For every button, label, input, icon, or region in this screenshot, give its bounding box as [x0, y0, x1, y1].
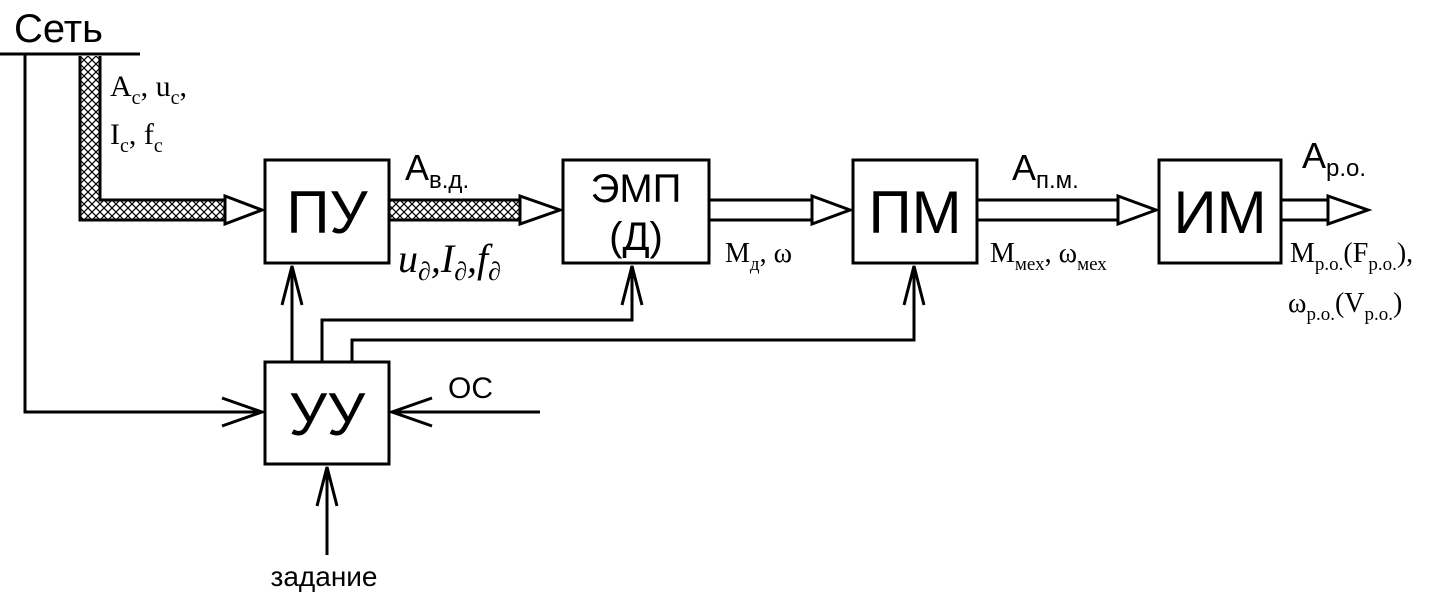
flow-label-a-pm: Aп.м.	[1012, 147, 1079, 194]
block-emp-label-line2: (Д)	[609, 215, 663, 259]
block-im: ИМ	[1157, 158, 1283, 265]
power-arrow-pm-to-im	[978, 193, 1161, 227]
block-pu: ПУ	[263, 158, 391, 265]
flow-label-a-vd: Aв.д.	[405, 147, 469, 194]
setpoint-input-arrow	[315, 466, 339, 555]
flow-label-omega-ro-v-ro: ωр.о.(Vр.о.)	[1288, 288, 1402, 325]
flow-label-m-d-omega: Mд, ω	[725, 238, 792, 275]
power-arrow-pu-to-emp	[390, 193, 565, 227]
block-uu-label: УУ	[289, 381, 366, 448]
setpoint-label: задание	[271, 561, 378, 592]
network-label: Сеть	[14, 7, 103, 51]
control-line-uu-to-pu	[280, 265, 304, 362]
block-emp: ЭМП (Д)	[561, 158, 711, 265]
power-arrow-im-output	[1282, 193, 1373, 227]
block-im-label: ИМ	[1173, 179, 1266, 246]
flow-label-a-ro: Aр.о.	[1302, 135, 1366, 182]
network-params-line2: Iс, fс	[110, 118, 163, 157]
network-params-line1: Aс, uс,	[110, 70, 187, 109]
control-line-uu-to-emp	[320, 265, 644, 362]
power-arrow-emp-to-pm	[710, 193, 855, 227]
block-pm-label: ПМ	[868, 179, 961, 246]
block-pu-label: ПУ	[286, 179, 368, 246]
flow-label-m-mech-omega-mech: Mмех, ωмех	[990, 238, 1107, 275]
control-line-network-to-uu	[23, 54, 267, 428]
power-arrow-network-to-pu	[78, 56, 267, 227]
feedback-label: ОС	[448, 372, 493, 405]
block-pm: ПМ	[851, 158, 979, 265]
feedback-input-arrow	[387, 396, 540, 428]
flow-label-u-i-f-d: u∂,I∂,f∂	[398, 236, 501, 286]
control-line-uu-to-pm	[350, 265, 926, 362]
block-emp-label-line1: ЭМП	[591, 167, 682, 211]
block-uu: УУ	[263, 360, 391, 466]
flow-label-m-ro-f-ro: Mр.о.(Fр.о.),	[1290, 238, 1413, 275]
